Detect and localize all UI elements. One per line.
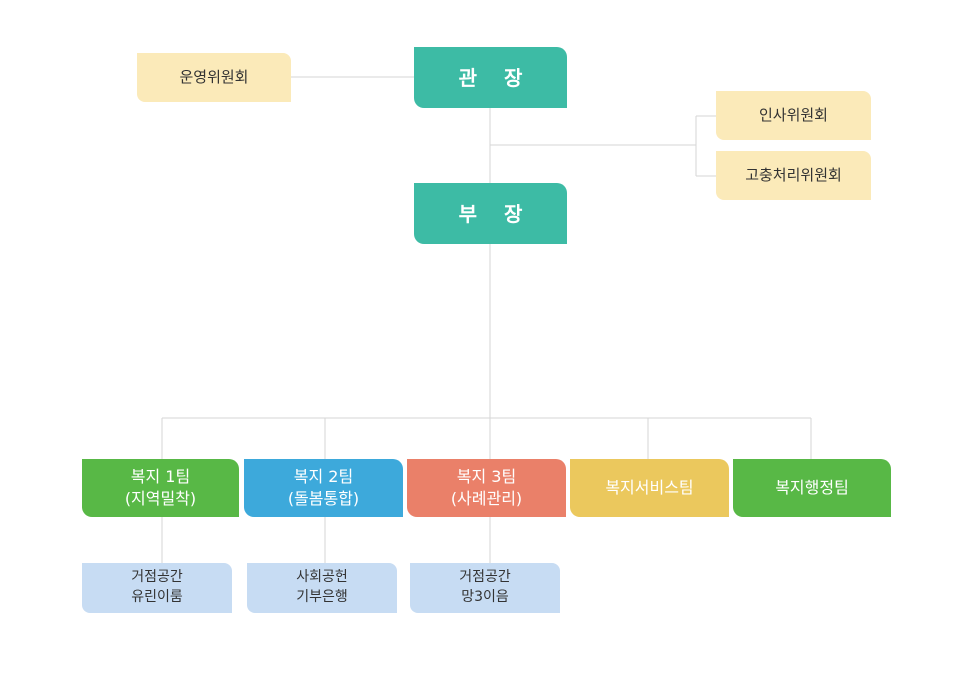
team-3-box: 복지 3팀 (사례관리) xyxy=(407,459,566,517)
team-1-label: 복지 1팀 (지역밀착) xyxy=(124,466,197,508)
team-2-label: 복지 2팀 (돌봄통합) xyxy=(287,466,360,508)
sub-unit-3-label: 거점공간 망3이음 xyxy=(459,569,511,605)
director-box: 관 장 xyxy=(414,47,567,108)
personnel-committee-label: 인사위원회 xyxy=(758,106,828,124)
team-1-box: 복지 1팀 (지역밀착) xyxy=(82,459,239,517)
personnel-committee-box: 인사위원회 xyxy=(716,91,871,140)
operating-committee-box: 운영위원회 xyxy=(137,53,291,102)
operating-committee-label: 운영위원회 xyxy=(179,68,249,86)
welfare-admin-team-box: 복지행정팀 xyxy=(733,459,891,517)
sub-unit-2-label: 사회공헌 기부은행 xyxy=(296,569,348,605)
sub-unit-1-box: 거점공간 유린이룸 xyxy=(82,563,232,613)
sub-unit-3-box: 거점공간 망3이음 xyxy=(410,563,560,613)
grievance-committee-box: 고충처리위원회 xyxy=(716,151,871,200)
deputy-box: 부 장 xyxy=(414,183,567,244)
sub-unit-1-label: 거점공간 유린이룸 xyxy=(131,569,183,605)
deputy-label: 부 장 xyxy=(458,201,533,226)
welfare-admin-team-label: 복지행정팀 xyxy=(775,477,849,497)
team-2-box: 복지 2팀 (돌봄통합) xyxy=(244,459,403,517)
welfare-service-team-box: 복지서비스팀 xyxy=(570,459,729,517)
team-3-label: 복지 3팀 (사례관리) xyxy=(450,466,523,508)
director-label: 관 장 xyxy=(458,65,533,90)
welfare-service-team-label: 복지서비스팀 xyxy=(605,477,694,497)
sub-unit-2-box: 사회공헌 기부은행 xyxy=(247,563,397,613)
grievance-committee-label: 고충처리위원회 xyxy=(745,166,842,184)
